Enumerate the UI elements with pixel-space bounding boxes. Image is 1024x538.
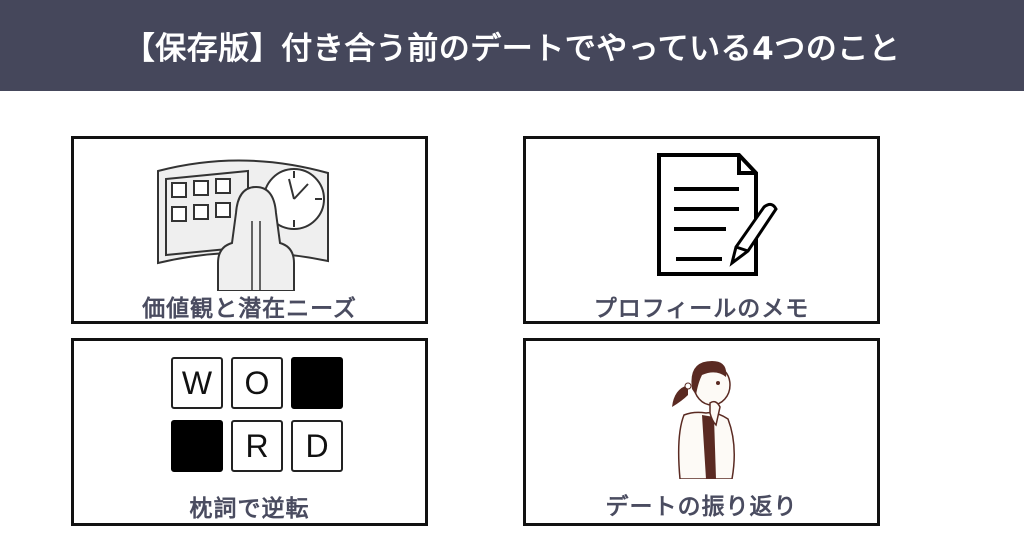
word-tiles-icon: W O R D: [171, 357, 347, 477]
thinking-girl-icon: [672, 361, 735, 479]
card-label: デートの振り返り: [605, 494, 798, 520]
tile: R: [231, 420, 283, 472]
tile: W: [171, 357, 223, 409]
tile: D: [291, 420, 343, 472]
tile: O: [231, 357, 283, 409]
header-banner: 【保存版】付き合う前のデートでやっている4つのこと: [0, 0, 1024, 91]
card-profile-memo: プロフィールのメモ: [523, 136, 880, 324]
card-label: プロフィールのメモ: [593, 296, 810, 322]
page-title: 【保存版】付き合う前のデートでやっている4つのこと: [123, 31, 901, 67]
tile-blank: [291, 357, 343, 409]
document-with-pencil-icon: [657, 153, 778, 276]
woman-facing-board-with-clock-icon: [157, 159, 329, 291]
tile-blank: [171, 420, 223, 472]
card-preface-reversal: W O R D 枕詞で逆転: [71, 338, 428, 526]
card-date-review: デートの振り返り: [523, 338, 880, 526]
card-values-needs: 価値観と潜在ニーズ: [71, 136, 428, 324]
card-label: 価値観と潜在ニーズ: [142, 296, 357, 322]
card-label: 枕詞で逆転: [189, 496, 310, 522]
